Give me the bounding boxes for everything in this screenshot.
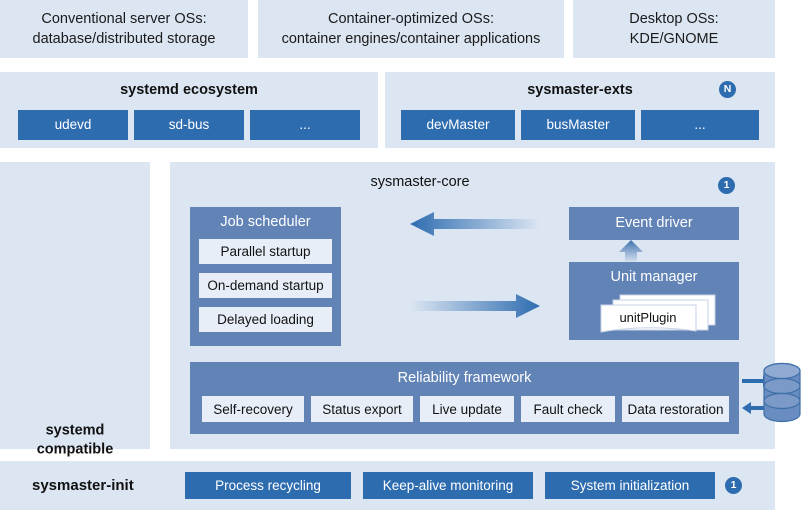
job-scheduler-item-parallel-startup[interactable]: Parallel startup: [199, 239, 332, 264]
sysmaster-exts-badge: N: [719, 81, 736, 98]
job-scheduler-box: Job scheduler Parallel startup On-demand…: [190, 207, 341, 346]
db-read-arrow-icon: [742, 402, 772, 414]
sysmaster-core-badge: 1: [718, 177, 735, 194]
sysmaster-core-title: sysmaster-core: [370, 174, 470, 190]
unit-plugin-label: unitPlugin: [619, 310, 676, 325]
sysmaster-init-label: sysmaster-init: [32, 477, 134, 494]
job-scheduler-title: Job scheduler: [220, 214, 311, 230]
os-box-line2: database/distributed storage: [32, 31, 216, 47]
init-chip-keep-alive-monitoring[interactable]: Keep-alive monitoring: [363, 472, 533, 499]
os-box-desktop: Desktop OSs: KDE/GNOME: [573, 0, 775, 58]
event-driver-title: Event driver: [615, 215, 693, 231]
os-box-container-optimized: Container-optimized OSs: container engin…: [258, 0, 564, 58]
reliability-item-fault-check[interactable]: Fault check: [521, 396, 615, 422]
systemd-compatible-tools-panel: systemd compatible tools: [0, 162, 150, 477]
sysmaster-exts-title: sysmaster-exts: [527, 82, 633, 98]
os-box-line1: Conventional server OSs:: [41, 11, 207, 27]
reliability-framework-title: Reliability framework: [397, 370, 532, 386]
arrow-right-icon: [410, 294, 540, 318]
os-box-conventional-server: Conventional server OSs: database/distri…: [0, 0, 248, 58]
reliability-framework-box: Reliability framework Self-recovery Stat…: [190, 362, 739, 434]
os-box-text: Desktop OSs: KDE/GNOME: [629, 9, 718, 49]
reliability-item-data-restoration[interactable]: Data restoration: [622, 396, 729, 422]
reliability-item-status-export[interactable]: Status export: [311, 396, 413, 422]
os-box-line1: Container-optimized OSs:: [327, 11, 494, 27]
systemd-ecosystem-panel: systemd ecosystem udevd sd-bus ...: [0, 72, 378, 148]
exts-chip-busmaster[interactable]: busMaster: [521, 110, 635, 140]
ecosystem-chip-sd-bus[interactable]: sd-bus: [134, 110, 244, 140]
os-box-line2: KDE/GNOME: [629, 31, 719, 47]
side-label-line2: compatible: [36, 441, 114, 458]
init-chip-system-initialization[interactable]: System initialization: [545, 472, 715, 499]
os-box-text: Conventional server OSs: database/distri…: [33, 9, 216, 49]
side-label-line1: systemd: [45, 422, 105, 439]
job-scheduler-item-on-demand-startup[interactable]: On-demand startup: [199, 273, 332, 298]
arrow-left-icon: [410, 212, 540, 236]
os-box-text: Container-optimized OSs: container engin…: [282, 9, 541, 49]
os-box-line1: Desktop OSs:: [629, 11, 719, 27]
unit-manager-box: Unit manager unitPlugin: [569, 262, 739, 340]
ecosystem-chip-udevd[interactable]: udevd: [18, 110, 128, 140]
exts-chip-devmaster[interactable]: devMaster: [401, 110, 515, 140]
arrow-up-icon: [619, 240, 643, 263]
event-driver-box: Event driver: [569, 207, 739, 240]
database-cylinder-icon: [763, 362, 801, 423]
sysmaster-exts-panel: sysmaster-exts N devMaster busMaster ...: [385, 72, 775, 148]
ecosystem-chip-more[interactable]: ...: [250, 110, 360, 140]
systemd-ecosystem-title: systemd ecosystem: [120, 82, 258, 98]
sysmaster-core-panel: sysmaster-core 1 Job scheduler Parallel …: [170, 162, 775, 449]
unit-plugin-stack-icon: unitPlugin: [600, 294, 716, 333]
exts-chip-more[interactable]: ...: [641, 110, 759, 140]
os-box-line2: container engines/container applications: [281, 31, 541, 47]
sysmaster-init-badge: 1: [725, 477, 742, 494]
reliability-item-self-recovery[interactable]: Self-recovery: [202, 396, 304, 422]
sysmaster-init-panel: sysmaster-init Process recycling Keep-al…: [0, 461, 775, 510]
init-chip-process-recycling[interactable]: Process recycling: [185, 472, 351, 499]
unit-manager-title: Unit manager: [610, 269, 698, 285]
job-scheduler-item-delayed-loading[interactable]: Delayed loading: [199, 307, 332, 332]
reliability-item-live-update[interactable]: Live update: [420, 396, 514, 422]
